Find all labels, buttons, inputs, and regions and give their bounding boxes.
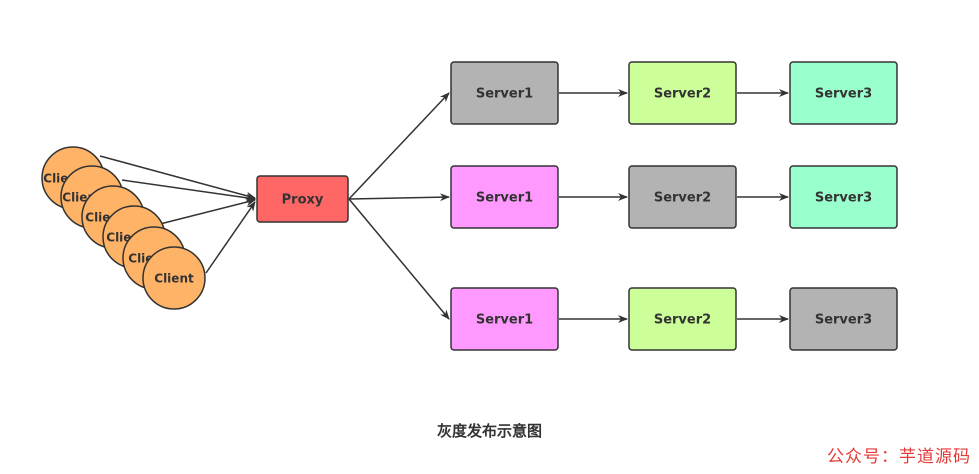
server-node: Server2 bbox=[628, 61, 737, 125]
server-label: Server3 bbox=[815, 191, 872, 206]
proxy-group: Proxy bbox=[256, 175, 349, 223]
diagram-caption: 灰度发布示意图 bbox=[436, 422, 542, 440]
client-label: Client bbox=[154, 272, 194, 286]
server-label: Server2 bbox=[654, 87, 711, 102]
server-node: Server1 bbox=[450, 287, 559, 351]
client-proxy-edge bbox=[99, 155, 256, 200]
server-box bbox=[789, 287, 898, 351]
server-label: Server2 bbox=[654, 313, 711, 328]
server-label: Server1 bbox=[476, 191, 533, 206]
server-label: Server3 bbox=[815, 313, 872, 328]
proxy-label: Proxy bbox=[282, 193, 324, 208]
client-node: Client bbox=[142, 246, 206, 310]
server-box bbox=[450, 165, 559, 229]
client-circle bbox=[142, 246, 206, 310]
server-box bbox=[789, 61, 898, 125]
edges bbox=[99, 89, 789, 323]
server-node: Server2 bbox=[628, 287, 737, 351]
proxy-box bbox=[256, 175, 349, 223]
server-node: Server3 bbox=[789, 287, 898, 351]
server-node: Server1 bbox=[450, 61, 559, 125]
server-label: Server2 bbox=[654, 191, 711, 206]
server-label: Server1 bbox=[476, 313, 533, 328]
server-box bbox=[450, 61, 559, 125]
client-proxy-edge bbox=[159, 198, 256, 225]
server-label: Server1 bbox=[476, 87, 533, 102]
client-proxy-edge bbox=[205, 201, 256, 274]
server-box bbox=[628, 287, 737, 351]
server-box bbox=[450, 287, 559, 351]
server-node: Server3 bbox=[789, 61, 898, 125]
server-box bbox=[789, 165, 898, 229]
server-node: Server1 bbox=[450, 165, 559, 229]
server-node: Server2 bbox=[628, 165, 737, 229]
proxy-server-edge bbox=[348, 92, 450, 200]
server-box bbox=[628, 61, 737, 125]
proxy-server-edge bbox=[348, 193, 450, 202]
server-node: Server3 bbox=[789, 165, 898, 229]
watermark: 公众号：芋道源码 bbox=[827, 447, 971, 467]
server-box bbox=[628, 165, 737, 229]
client-proxy-edge bbox=[121, 179, 256, 202]
proxy-server-edge bbox=[348, 198, 450, 320]
server-label: Server3 bbox=[815, 87, 872, 102]
